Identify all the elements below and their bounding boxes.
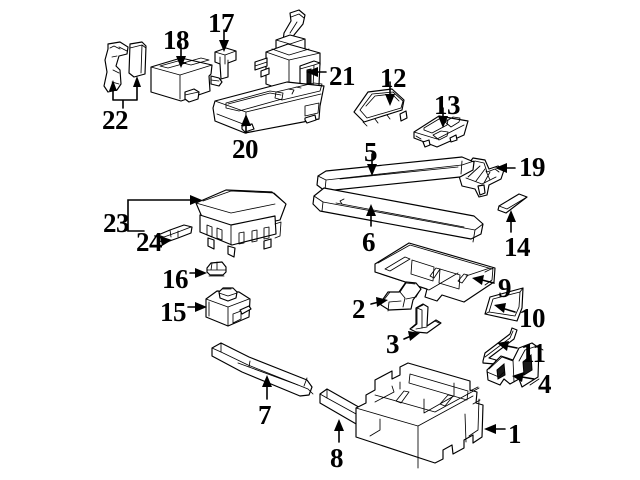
part-clip-angle-thin: [482, 327, 518, 365]
leader-2: [370, 297, 388, 307]
callout-label-3: 3: [386, 329, 400, 359]
leader-6: [366, 204, 376, 227]
part-console-lower-body: [355, 362, 484, 469]
leader-9: [472, 275, 495, 285]
leader-5: [367, 153, 377, 176]
leader-10: [494, 303, 516, 313]
leader-13: [438, 107, 448, 128]
callout-label-2: 2: [352, 294, 366, 324]
callout-label-12: 12: [380, 63, 407, 93]
callout-label-4: 4: [538, 369, 552, 399]
callout-label-24: 24: [136, 227, 163, 257]
part-bracket-small-l: [409, 303, 442, 334]
leader-24: [154, 235, 172, 246]
leader-17: [219, 29, 229, 52]
leader-16: [189, 268, 207, 278]
callout-label-21: 21: [329, 61, 356, 91]
leader-22: [109, 76, 141, 109]
callout-label-9: 9: [498, 273, 512, 303]
callout-label-19: 19: [519, 152, 546, 182]
part-console-upper-frame: [374, 242, 496, 303]
callout-label-15: 15: [160, 297, 187, 327]
callout-label-6: 6: [362, 227, 376, 257]
part-bracket-small-u: [380, 281, 422, 312]
part-clip-pair: [103, 41, 147, 93]
part-switch-module-cube: [205, 287, 252, 327]
callout-label-5: 5: [364, 137, 378, 167]
part-console-top-trim-panel: [212, 81, 325, 134]
callout-label-10: 10: [519, 303, 546, 333]
leader-3: [403, 331, 420, 341]
leader-20: [241, 114, 251, 134]
callout-label-20: 20: [232, 134, 259, 164]
callout-label-11: 11: [521, 338, 546, 368]
leader-11: [497, 341, 518, 351]
leader-14: [506, 210, 516, 233]
part-control-module-housing: [150, 57, 223, 103]
callout-label-17: 17: [208, 8, 235, 38]
leader-18: [176, 43, 186, 68]
part-knob-cap: [206, 261, 227, 277]
callout-label-13: 13: [434, 90, 461, 120]
part-armrest-lid-assembly: [195, 189, 287, 258]
part-trim-strip-lower: [312, 187, 484, 243]
callout-label-14: 14: [504, 232, 531, 262]
leader-8: [334, 419, 344, 443]
callout-label-1: 1: [508, 419, 522, 449]
callout-label-18: 18: [163, 25, 190, 55]
callout-label-7: 7: [258, 400, 272, 430]
leader-7: [262, 375, 272, 400]
leader-15: [187, 302, 207, 312]
callout-label-23: 23: [103, 208, 130, 238]
part-tray-insert-angled: [353, 88, 408, 127]
leader-23: [127, 195, 202, 232]
part-bracket-double-fin: [486, 342, 544, 388]
callout-label-22: 22: [102, 105, 129, 135]
leader-1: [484, 424, 506, 434]
part-connector-small: [214, 47, 237, 80]
leader-12: [385, 81, 395, 106]
callout-label-8: 8: [330, 443, 344, 473]
callout-label-16: 16: [162, 264, 189, 294]
leader-4: [512, 372, 535, 382]
leader-19: [495, 163, 516, 173]
leader-21: [306, 67, 327, 77]
part-filler-strip-small: [497, 193, 528, 214]
part-switch-panel-plate: [413, 115, 469, 148]
part-side-trim-contoured: [211, 342, 314, 397]
part-trim-strip-upper: [316, 156, 475, 192]
part-shifter-assembly: [254, 9, 321, 94]
